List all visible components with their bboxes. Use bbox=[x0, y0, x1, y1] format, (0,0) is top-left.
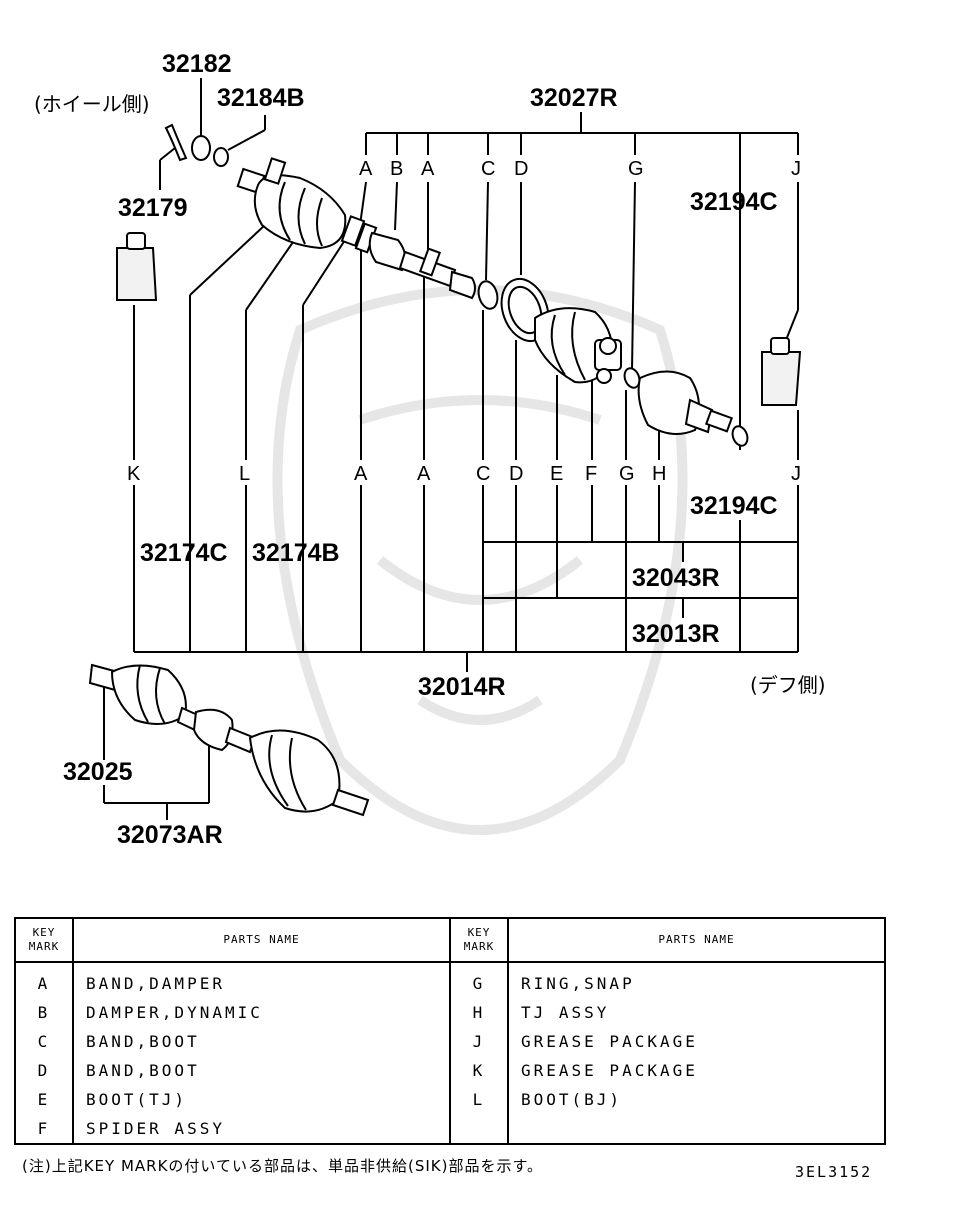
bottom-mark: H bbox=[652, 463, 666, 485]
part-number-labels: 32182 32184B 32179 32027R 32194C 32194C … bbox=[34, 50, 826, 849]
name-cell: BOOT(TJ) bbox=[72, 1085, 450, 1114]
key-cell: B bbox=[14, 998, 73, 1027]
dynamic-damper-b bbox=[368, 231, 407, 272]
spider-assy-f bbox=[594, 337, 622, 384]
top-key-marks: A B A C D G J bbox=[359, 158, 801, 180]
tj-assy-h bbox=[637, 370, 734, 435]
name-cell: GREASE PACKAGE bbox=[507, 1056, 885, 1085]
o-ring bbox=[731, 425, 749, 447]
pn-32194c-bottom[interactable]: 32194C bbox=[690, 492, 778, 520]
pn-32013r[interactable]: 32013R bbox=[632, 620, 720, 648]
footnote: (注)上記KEY MARKの付いている部品は、単品非供給(SIK)部品を示す。 bbox=[22, 1157, 543, 1175]
pn-32014r[interactable]: 32014R bbox=[418, 673, 506, 701]
table-row: E BOOT(TJ) L BOOT(BJ) bbox=[14, 1085, 885, 1114]
pn-32184b[interactable]: 32184B bbox=[217, 84, 305, 112]
parts-name-header: PARTS NAME bbox=[507, 918, 885, 963]
top-mark: G bbox=[628, 158, 644, 180]
top-mark: D bbox=[514, 158, 528, 180]
name-cell: DAMPER,DYNAMIC bbox=[72, 998, 450, 1027]
bottom-mark: K bbox=[127, 463, 141, 485]
key-cell: D bbox=[14, 1056, 73, 1085]
watermark-crest bbox=[272, 285, 688, 835]
name-cell: BAND,BOOT bbox=[72, 1027, 450, 1056]
parts-name-header: PARTS NAME bbox=[72, 918, 450, 963]
name-cell bbox=[507, 1114, 885, 1144]
pn-32179[interactable]: 32179 bbox=[118, 194, 188, 222]
diagram-code: 3EL3152 bbox=[795, 1163, 873, 1181]
name-cell: BAND,DAMPER bbox=[72, 962, 450, 998]
diff-side-label: (デフ側) bbox=[750, 673, 826, 697]
table-row: D BAND,BOOT K GREASE PACKAGE bbox=[14, 1056, 885, 1085]
pn-32043r[interactable]: 32043R bbox=[632, 564, 720, 592]
pn-32027r[interactable]: 32027R bbox=[530, 84, 618, 112]
bottom-mark: A bbox=[354, 463, 368, 485]
key-cell: L bbox=[449, 1085, 508, 1114]
bottom-mark: E bbox=[550, 463, 563, 485]
name-cell: GREASE PACKAGE bbox=[507, 1027, 885, 1056]
key-cell: H bbox=[449, 998, 508, 1027]
top-mark: J bbox=[791, 158, 801, 180]
key-cell: A bbox=[14, 962, 73, 998]
top-mark: B bbox=[390, 158, 403, 180]
table-row: A BAND,DAMPER G RING,SNAP bbox=[14, 962, 885, 998]
bottom-mark: G bbox=[619, 463, 635, 485]
name-cell: BAND,BOOT bbox=[72, 1056, 450, 1085]
bottom-mark: F bbox=[585, 463, 597, 485]
exploded-drive-shaft-diagram: 32182 32184B 32179 32027R 32194C 32194C … bbox=[34, 50, 826, 849]
top-mark: A bbox=[421, 158, 435, 180]
pn-32025[interactable]: 32025 bbox=[63, 758, 133, 786]
pn-32073ar[interactable]: 32073AR bbox=[117, 821, 223, 849]
top-mark: A bbox=[359, 158, 373, 180]
bottom-mark: A bbox=[417, 463, 431, 485]
name-cell: SPIDER ASSY bbox=[72, 1114, 450, 1144]
name-cell: BOOT(BJ) bbox=[507, 1085, 885, 1114]
leader-lines bbox=[103, 78, 799, 820]
key-cell: J bbox=[449, 1027, 508, 1056]
wheel-side-label: (ホイール側) bbox=[34, 92, 150, 116]
table-row: C BAND,BOOT J GREASE PACKAGE bbox=[14, 1027, 885, 1056]
pn-32174b[interactable]: 32174B bbox=[252, 539, 340, 567]
name-cell: RING,SNAP bbox=[507, 962, 885, 998]
bottom-mark: C bbox=[476, 463, 490, 485]
damper-band-a bbox=[340, 215, 378, 254]
snap-ring-g bbox=[623, 367, 641, 389]
table-row: F SPIDER ASSY bbox=[14, 1114, 885, 1144]
key-cell bbox=[449, 1114, 508, 1144]
key-cell: E bbox=[14, 1085, 73, 1114]
table-row: B DAMPER,DYNAMIC H TJ ASSY bbox=[14, 998, 885, 1027]
grease-package-j bbox=[761, 337, 802, 406]
shaft-middle bbox=[398, 247, 476, 300]
key-cell: C bbox=[14, 1027, 73, 1056]
bottom-mark: J bbox=[791, 463, 801, 485]
bj-boot-32174b bbox=[253, 157, 347, 250]
key-cell: G bbox=[449, 962, 508, 998]
key-cell: K bbox=[449, 1056, 508, 1085]
assembled-drive-shaft-32025 bbox=[88, 663, 370, 817]
bottom-mark: D bbox=[509, 463, 523, 485]
key-cell: F bbox=[14, 1114, 73, 1144]
boot-band-c bbox=[477, 280, 499, 310]
pn-32174c[interactable]: 32174C bbox=[140, 539, 228, 567]
bottom-mark: L bbox=[239, 463, 250, 485]
pn-32182[interactable]: 32182 bbox=[162, 50, 232, 78]
top-mark: C bbox=[481, 158, 495, 180]
name-cell: TJ ASSY bbox=[507, 998, 885, 1027]
grease-package-k bbox=[116, 232, 158, 301]
cotter-pin-nut-washer bbox=[164, 123, 229, 167]
bottom-key-marks: K L A A C D E F G H J bbox=[127, 463, 801, 485]
pn-32194c-top[interactable]: 32194C bbox=[690, 188, 778, 216]
